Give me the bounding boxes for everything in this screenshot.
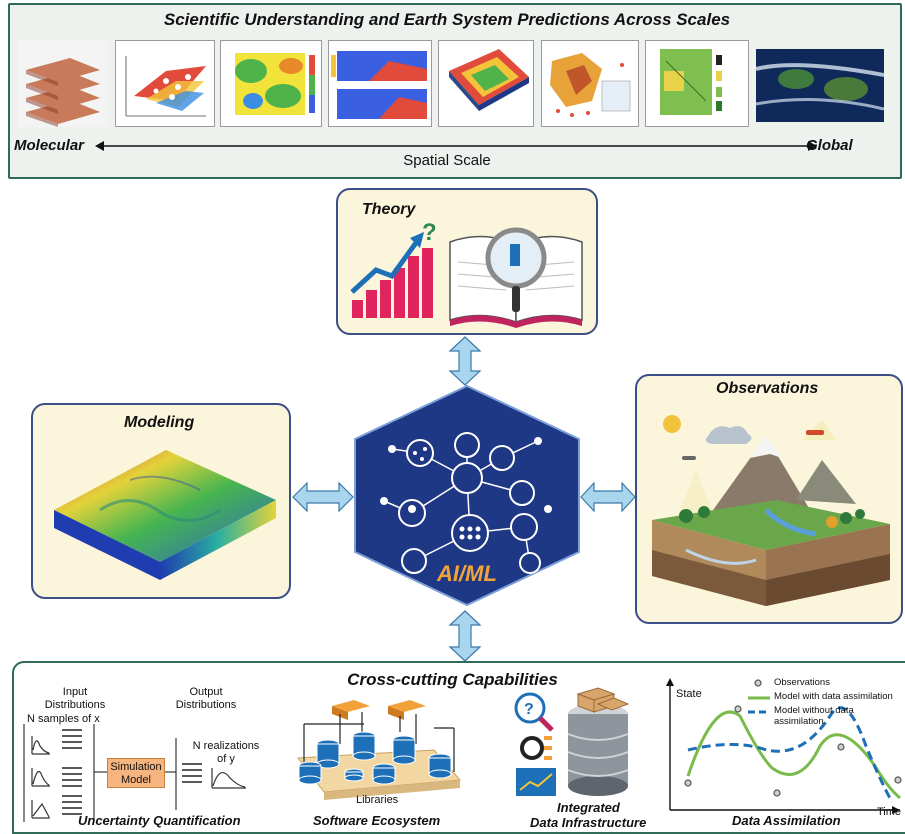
software-ecosystem-title: Software Ecosystem (313, 813, 441, 828)
terrain-heatmap-image (438, 40, 534, 127)
earth-observation-landscape-image (652, 415, 890, 606)
rising-bars-icon: ? (350, 220, 437, 318)
data-infra-title-line2: Data Infrastructure (530, 815, 647, 830)
spatial-scale-label: Spatial Scale (403, 152, 491, 169)
input-samples-label: N samples of x (27, 713, 100, 725)
molecular-label: Molecular (14, 137, 85, 154)
svg-text:?: ? (422, 220, 437, 246)
cross-cutting-link-arrow (448, 610, 482, 662)
data-infrastructure-icons: ? (514, 687, 630, 796)
database-cylinders (298, 731, 452, 785)
software-ecosystem-diagram (297, 700, 462, 800)
terrain-model-image (54, 450, 276, 580)
da-legend-observations: Observations (774, 677, 830, 688)
realizations-label: N realizations of y (192, 740, 260, 765)
observations-title: Observations (716, 380, 819, 397)
uq-title: Uncertainty Quantification (78, 813, 241, 828)
output-distributions-label: Output Distributions (175, 686, 237, 711)
cross-section-plot (328, 40, 432, 127)
contour-map-image (220, 40, 322, 127)
data-infra-title-line1: Integrated (557, 800, 620, 815)
cross-cutting-title: Cross-cutting Capabilities (347, 670, 558, 689)
da-legend-without: Model without data assimilation (774, 705, 854, 727)
spatial-scale-arrow (95, 141, 817, 151)
libraries-label: Libraries (356, 794, 399, 806)
molecular-structure-image (18, 40, 108, 127)
global-label: Global (806, 137, 853, 154)
da-state-label: State (676, 688, 702, 700)
simulation-model-box: Simulation Model (107, 758, 165, 788)
ai-ml-hexagon: AI/ML (354, 384, 580, 607)
ai-ml-label: AI/ML (436, 561, 497, 586)
theory-title: Theory (362, 201, 416, 218)
regional-map-image (645, 40, 749, 127)
data-assimilation-title: Data Assimilation (732, 813, 841, 828)
observations-link-arrow (580, 482, 636, 512)
uq-diagram (23, 724, 246, 822)
da-time-label: Time (877, 806, 902, 818)
global-earth-image (756, 49, 884, 122)
scale-title: Scientific Understanding and Earth Syste… (163, 10, 731, 29)
input-distributions-label: Input Distributions (44, 686, 106, 711)
da-legend-with: Model with data assimilation (774, 691, 893, 702)
watershed-map-image (541, 40, 639, 127)
pore-scale-3d-plot (115, 40, 215, 127)
svg-text:?: ? (524, 701, 534, 718)
modeling-title: Modeling (124, 414, 195, 431)
database-stack-icon (567, 704, 629, 796)
modeling-link-arrow (292, 482, 354, 512)
data-assimilation-chart (666, 678, 902, 814)
book-magnifier-icon (449, 227, 583, 328)
theory-link-arrow (448, 336, 482, 386)
